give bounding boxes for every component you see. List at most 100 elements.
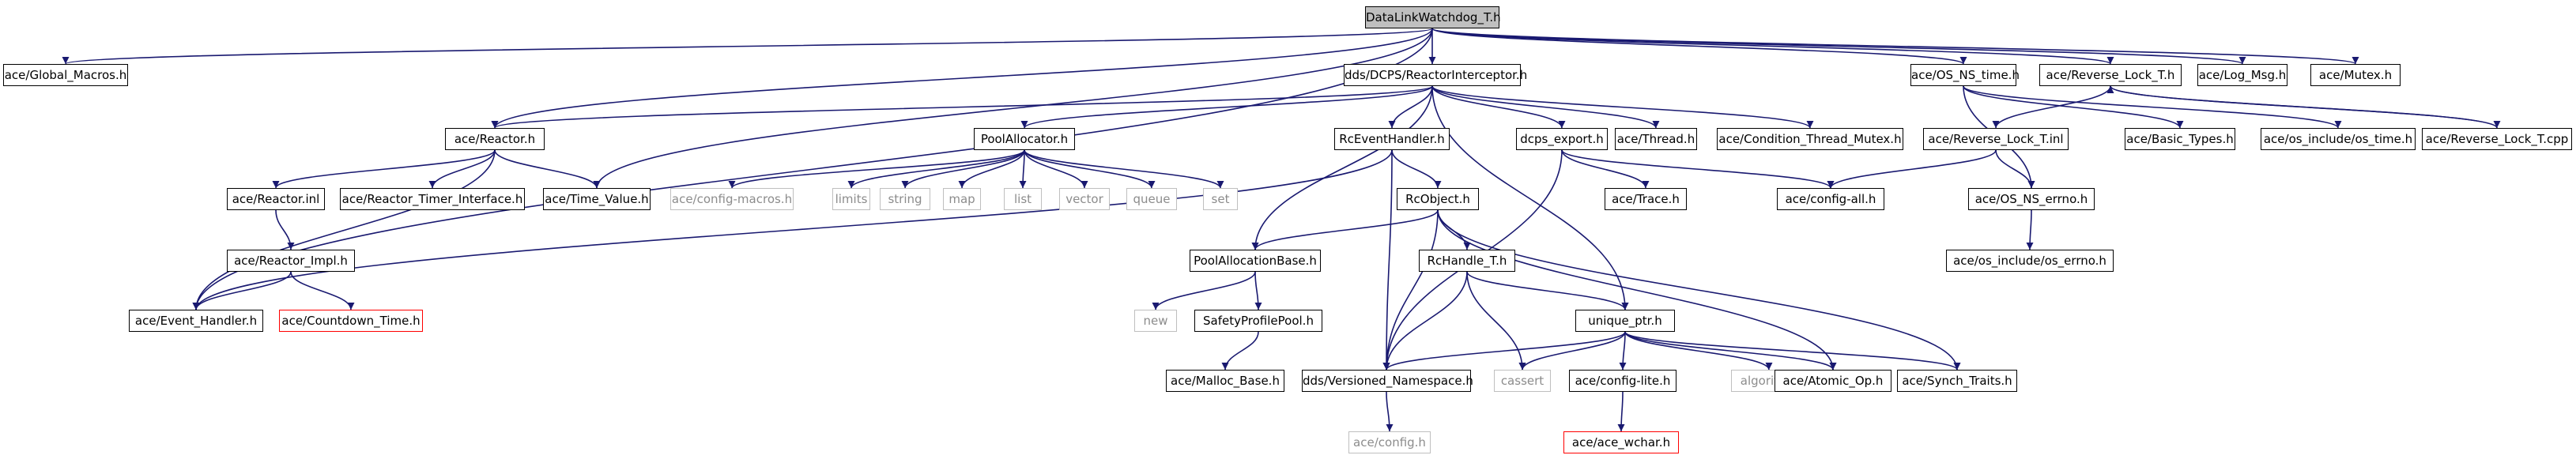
edge-reactor_interceptor-to-pool_allocation_base — [1251, 85, 1433, 250]
node-os-include-time[interactable]: ace/os_include/os_time.h — [2261, 128, 2416, 150]
edge-os_ns_time-to-basic_types — [1963, 85, 2184, 129]
edge-reactor_h-to-time_value — [494, 149, 601, 189]
edge-pool_allocator-to-set — [1024, 149, 1224, 189]
node-time-value[interactable]: ace/Time_Value.h — [543, 188, 651, 210]
node-new[interactable]: new — [1134, 310, 1177, 332]
node-trace[interactable]: ace/Trace.h — [1605, 188, 1687, 210]
edge-root-to-reactor_h — [491, 28, 1433, 129]
edge-rc_event_handler-to-rc_object — [1391, 149, 1442, 189]
edge-root-to-global_macros — [62, 28, 1433, 65]
node-config-all[interactable]: ace/config-all.h — [1777, 188, 1884, 210]
node-reactor-timer-interface[interactable]: ace/Reactor_Timer_Interface.h — [340, 188, 525, 210]
edge-reverse_lock_cpp-to-reverse_lock_h — [2106, 85, 2498, 129]
node-rc-event-handler[interactable]: RcEventHandler.h — [1334, 128, 1450, 150]
edge-rc_object-to-pool_allocation_base — [1251, 209, 1439, 250]
node-versioned-namespace[interactable]: dds/Versioned_Namespace.h — [1302, 370, 1473, 392]
node-limits[interactable]: limits — [832, 188, 870, 210]
edge-rc_handle-to-unique_ptr — [1466, 271, 1629, 310]
node-event-handler[interactable]: ace/Event_Handler.h — [129, 310, 263, 332]
dependency-edges — [62, 28, 2501, 432]
edge-unique_ptr-to-cassert — [1518, 331, 1626, 371]
edge-rc_object-to-versioned_namespace — [1382, 209, 1439, 371]
edge-reactor_inl-to-reactor_impl — [275, 209, 295, 250]
edge-reverse_lock_h-to-reverse_lock_inl — [1992, 85, 2111, 129]
node-unique-ptr[interactable]: unique_ptr.h — [1575, 310, 1675, 332]
edge-reactor_interceptor-to-thread — [1431, 85, 1660, 129]
edge-rc_handle-to-cassert — [1466, 271, 1526, 371]
edge-root-to-time_value — [593, 28, 1433, 189]
node-reactor-interceptor[interactable]: dds/DCPS/ReactorInterceptor.h — [1344, 64, 1527, 86]
edge-unique_ptr-to-config_lite — [1619, 331, 1627, 371]
node-safety-profile-pool[interactable]: SafetyProfilePool.h — [1194, 310, 1322, 332]
edge-reactor_h-to-reactor_timer_interface — [428, 149, 496, 189]
node-vector[interactable]: vector — [1059, 188, 1110, 210]
node-synch-traits[interactable]: ace/Synch_Traits.h — [1897, 370, 2017, 392]
edge-reactor_interceptor-to-condition_thread_mutex — [1431, 85, 1814, 129]
node-config-h[interactable]: ace/config.h — [1348, 431, 1431, 453]
edge-pool_allocation_base-to-new — [1152, 271, 1256, 310]
node-config-lite[interactable]: ace/config-lite.h — [1569, 370, 1676, 392]
node-pool-allocation-base[interactable]: PoolAllocationBase.h — [1190, 250, 1321, 272]
edge-pool_allocator-to-queue — [1024, 149, 1156, 189]
node-pool-allocator[interactable]: PoolAllocator.h — [974, 128, 1075, 150]
edge-root-to-os_ns_time — [1431, 28, 1967, 65]
node-thread[interactable]: ace/Thread.h — [1615, 128, 1697, 150]
node-dcps-export[interactable]: dcps_export.h — [1516, 128, 1608, 150]
edge-rc_handle-to-versioned_namespace — [1382, 271, 1468, 371]
edge-versioned_namespace-to-config_h — [1386, 391, 1394, 432]
node-reactor-h[interactable]: ace/Reactor.h — [445, 128, 545, 150]
edge-pool_allocator-to-map — [958, 149, 1025, 189]
edge-pool_allocator-to-limits — [847, 149, 1025, 189]
node-condition-thread-mutex[interactable]: ace/Condition_Thread_Mutex.h — [1717, 128, 1903, 150]
edge-reactor_interceptor-to-pool_allocator — [1020, 85, 1433, 129]
edge-config_lite-to-ace_wchar — [1617, 391, 1625, 432]
edge-rc_object-to-synch_traits — [1437, 209, 1961, 371]
node-root[interactable]: DataLinkWatchdog_T.h — [1365, 6, 1501, 28]
node-map[interactable]: map — [943, 188, 981, 210]
edge-unique_ptr-to-versioned_namespace — [1382, 331, 1626, 371]
node-reverse-lock-cpp[interactable]: ace/Reverse_Lock_T.cpp — [2422, 128, 2572, 150]
edge-reverse_lock_inl-to-config_all — [1827, 149, 1997, 189]
node-reverse-lock-inl[interactable]: ace/Reverse_Lock_T.inl — [1923, 128, 2069, 150]
node-list[interactable]: list — [1004, 188, 1042, 210]
node-cassert[interactable]: cassert — [1494, 370, 1551, 392]
edge-unique_ptr-to-algorithm — [1624, 331, 1773, 371]
edge-reactor_interceptor-to-unique_ptr — [1431, 85, 1629, 310]
node-queue[interactable]: queue — [1126, 188, 1177, 210]
node-global-macros[interactable]: ace/Global_Macros.h — [3, 64, 128, 86]
node-log-msg[interactable]: ace/Log_Msg.h — [2197, 64, 2287, 86]
node-malloc-base[interactable]: ace/Malloc_Base.h — [1166, 370, 1284, 392]
node-os-include-errno[interactable]: ace/os_include/os_errno.h — [1946, 250, 2114, 272]
node-os-ns-time[interactable]: ace/OS_NS_time.h — [1910, 64, 2020, 86]
node-string[interactable]: string — [880, 188, 930, 210]
node-set[interactable]: set — [1203, 188, 1238, 210]
edge-reactor_interceptor-to-rc_event_handler — [1388, 85, 1433, 129]
edge-reactor_interceptor-to-dcps_export — [1431, 85, 1566, 129]
node-mutex[interactable]: ace/Mutex.h — [2310, 64, 2401, 86]
edge-safety_profile_pool-to-malloc_base — [1221, 331, 1259, 371]
node-reactor-inl[interactable]: ace/Reactor.inl — [227, 188, 325, 210]
edge-unique_ptr-to-synch_traits — [1624, 331, 1961, 371]
node-os-ns-errno[interactable]: ace/OS_NS_errno.h — [1968, 188, 2095, 210]
edge-pool_allocator-to-config_macros — [728, 149, 1025, 189]
node-config-macros[interactable]: ace/config-macros.h — [670, 188, 794, 210]
edge-rc_object-to-atomic_op — [1437, 209, 1837, 371]
edge-root-to-mutex — [1431, 28, 2359, 65]
node-atomic-op[interactable]: ace/Atomic_Op.h — [1775, 370, 1891, 392]
node-basic-types[interactable]: ace/Basic_Types.h — [2125, 128, 2235, 150]
node-reactor-impl[interactable]: ace/Reactor_Impl.h — [227, 250, 355, 272]
edge-pool_allocation_base-to-safety_profile_pool — [1254, 271, 1262, 310]
node-ace-wchar[interactable]: ace/ace_wchar.h — [1563, 431, 1679, 453]
node-countdown-time[interactable]: ace/Countdown_Time.h — [279, 310, 423, 332]
edge-reactor_interceptor-to-reactor_h — [491, 85, 1433, 129]
edge-pool_allocator-to-list — [1019, 149, 1027, 189]
node-rc-handle[interactable]: RcHandle_T.h — [1419, 250, 1515, 272]
edge-os_ns_errno-to-os_include_errno — [2026, 209, 2034, 250]
edge-reactor_h-to-reactor_inl — [272, 149, 496, 189]
node-reverse-lock-h[interactable]: ace/Reverse_Lock_T.h — [2039, 64, 2182, 86]
node-rc-object[interactable]: RcObject.h — [1397, 188, 1479, 210]
edge-pool_allocator-to-vector — [1024, 149, 1088, 189]
edge-os_ns_time-to-os_include_time — [1963, 85, 2342, 129]
